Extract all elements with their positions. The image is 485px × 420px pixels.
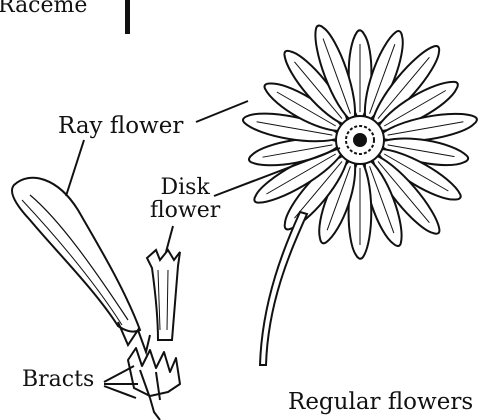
ray-flower-detail-leader — [66, 140, 84, 196]
disk-flower-label: Disk flower — [150, 176, 220, 222]
bracts-leader-3 — [104, 386, 136, 398]
disk-flower-label-line2: flower — [150, 199, 220, 222]
disk-flower-detail — [147, 250, 180, 340]
ray-flower-leader — [196, 101, 248, 122]
bracts-label: Bracts — [22, 368, 94, 391]
regular-flowers-caption: Regular flowers — [288, 390, 473, 414]
raceme-stem — [125, 0, 130, 34]
bracts-leader-1 — [104, 366, 134, 382]
disk-center — [354, 134, 366, 146]
flower-head — [241, 22, 479, 259]
raceme-label: Raceme — [0, 0, 87, 17]
ray-flower-label: Ray flower — [58, 114, 183, 138]
disk-flower-detail-leader — [166, 226, 173, 252]
disk-flower-label-line1: Disk — [150, 176, 220, 199]
ray-flower-detail — [12, 178, 150, 352]
flower-stem — [260, 212, 307, 365]
